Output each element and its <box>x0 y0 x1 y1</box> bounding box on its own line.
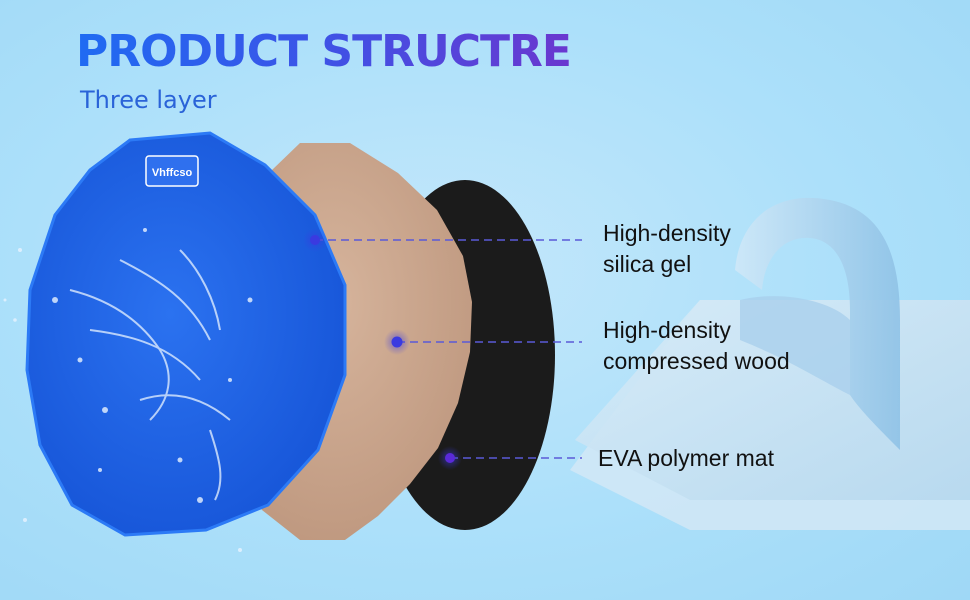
label-silica-gel: High-density silica gel <box>603 218 731 280</box>
page-title: PRODUCT STRUCTRE <box>76 26 572 77</box>
water-splash-decoration <box>69 249 231 501</box>
material-slab-illustration <box>570 197 970 530</box>
layer-markers <box>303 228 462 470</box>
svg-text:Vhffcso: Vhffcso <box>152 167 193 179</box>
label-compressed-wood: High-density compressed wood <box>603 315 790 377</box>
leader-lines <box>315 239 582 459</box>
label-compressed-wood-line2: compressed wood <box>603 348 790 374</box>
label-eva-mat-line1: EVA polymer mat <box>598 445 774 471</box>
brand-logo: Vhffcso <box>145 155 199 187</box>
label-compressed-wood-line1: High-density <box>603 317 731 343</box>
page-subtitle: Three layer <box>80 86 217 114</box>
label-silica-gel-line2: silica gel <box>603 251 692 277</box>
label-silica-gel-line1: High-density <box>603 220 731 246</box>
silica-gel-layer <box>3 131 347 552</box>
label-eva-mat: EVA polymer mat <box>598 443 774 474</box>
